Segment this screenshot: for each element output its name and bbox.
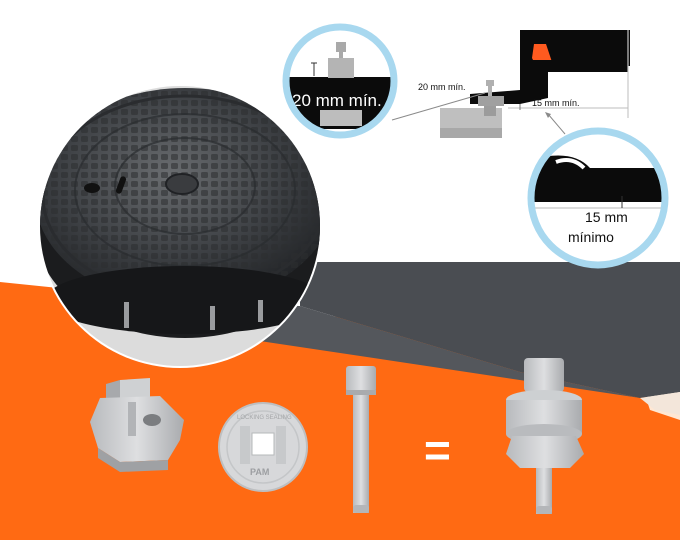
washer-top-text: LOCKING SEALING (237, 415, 292, 421)
dark-grey-band (300, 262, 680, 398)
frame-white-inner (552, 72, 628, 88)
diagram-label-20mm: 20 mm mín. (418, 82, 466, 92)
sealing-washer-part: LOCKING SEALING PAM (218, 402, 308, 492)
callout-leaders (391, 92, 566, 135)
diagram-label-15mm: 15 mm mín. (532, 98, 580, 108)
assembled-lock-part (506, 358, 584, 514)
equals-sign-text: = (424, 424, 451, 476)
manhole-cover-photo (38, 84, 322, 368)
right-circle-label-line1: 15 mm (585, 209, 628, 225)
locking-parts-row: LOCKING SEALING PAM = (90, 358, 584, 514)
concrete-block-shadow (440, 128, 502, 138)
locking-clip-part (90, 378, 184, 472)
left-magnifier-callout: 20 mm mín. (282, 23, 398, 139)
bolt-part (346, 366, 376, 513)
right-magnifier-callout: 15 mm mínimo (527, 127, 669, 269)
cross-section-diagram: 20 mm mín. 15 mm mín. (418, 30, 630, 138)
light-strip (640, 392, 680, 415)
frame-lid-profile (470, 60, 628, 104)
left-circle-label: 20 mm mín. (292, 91, 382, 110)
right-circle-label-line2: mínimo (568, 229, 614, 245)
equals-sign: = (424, 424, 451, 476)
washer-logo-text: PAM (250, 467, 269, 477)
